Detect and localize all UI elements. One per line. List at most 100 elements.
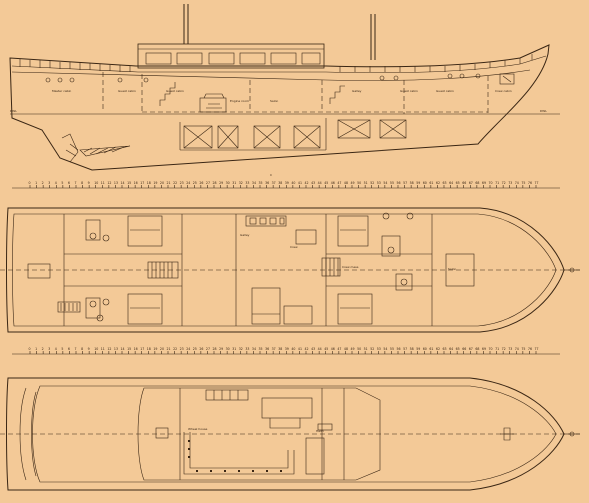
- scale-tick-label: 71: [495, 347, 499, 351]
- scale-tick-label: 19: [153, 181, 157, 185]
- scale-tick-label: 11: [101, 181, 105, 185]
- scale-tick-label: 16: [134, 181, 138, 185]
- scale-tick-label: 64: [449, 347, 453, 351]
- scale-tick-label: 20: [160, 181, 164, 185]
- scale-tick-label: 6: [68, 181, 70, 185]
- engine-room-label: Engine room: [230, 99, 249, 103]
- scale-tick-label: 46: [331, 347, 335, 351]
- scale-tick-label: 62: [436, 181, 440, 185]
- scale-tick-label: 5: [61, 181, 63, 185]
- scale-tick-label: 25: [193, 347, 197, 351]
- scale-tick-label: 77: [535, 181, 539, 185]
- scale-tick-label: 36: [265, 347, 269, 351]
- cabin-label: Guest cabin: [400, 89, 418, 93]
- scale-tick-label: 63: [443, 181, 447, 185]
- cabin-label: Guest cabin: [118, 89, 136, 93]
- scale-tick-label: 20: [160, 347, 164, 351]
- scale-tick-label: 76: [528, 347, 532, 351]
- scale-tick-label: 36: [265, 181, 269, 185]
- scale-tick-label: 33: [245, 181, 249, 185]
- scale-tick-label: 42: [305, 347, 309, 351]
- scale-tick-label: 30: [226, 181, 230, 185]
- scale-tick-label: 26: [199, 347, 203, 351]
- scale-tick-label: 45: [324, 181, 328, 185]
- scale-tick-label: 3: [48, 347, 50, 351]
- scale-tick-label: 40: [291, 347, 295, 351]
- waterline-label-fore: DWL: [540, 109, 547, 113]
- hull-outline: [9, 44, 550, 171]
- scale-tick-label: 29: [219, 347, 223, 351]
- scale-tick-label: 33: [245, 347, 249, 351]
- scale-tick-label: 60: [423, 181, 427, 185]
- scale-tick-label: 70: [489, 347, 493, 351]
- scale-tick-label: 58: [410, 181, 414, 185]
- scale-tick-label: 74: [515, 347, 519, 351]
- scale-tick-label: 27: [206, 347, 210, 351]
- scale-tick-label: 28: [213, 181, 217, 185]
- scale-tick-label: 46: [331, 181, 335, 185]
- room-label: Helm: [316, 429, 324, 433]
- scale-tick-label: 67: [469, 181, 473, 185]
- scale-tick-label: 26: [199, 181, 203, 185]
- scale-tick-label: 23: [180, 347, 184, 351]
- scale-tick-label: 17: [140, 347, 144, 351]
- scale-tick-label: 61: [429, 347, 433, 351]
- scale-tick-label: 1: [35, 347, 37, 351]
- scale-tick-label: 10: [94, 347, 98, 351]
- scale-tick-label: 31: [232, 181, 236, 185]
- scale-tick-label: 24: [186, 181, 190, 185]
- scale-tick-label: 60: [423, 347, 427, 351]
- scale-tick-label: 19: [153, 347, 157, 351]
- scale-tick-label: 35: [259, 181, 263, 185]
- scale-tick-label: 57: [403, 347, 407, 351]
- waterline-label-aft: DWL: [10, 109, 17, 113]
- scale-tick-label: 44: [318, 347, 322, 351]
- scale-tick-label: 22: [173, 347, 177, 351]
- scale-tick-label: 0: [29, 181, 31, 185]
- scale-tick-label: 23: [180, 181, 184, 185]
- scale-tick-label: 49: [351, 181, 355, 185]
- profile-view: DWL DWL Master cabin Guest cabin Guest c…: [9, 4, 560, 177]
- scale-tick-label: 67: [469, 347, 473, 351]
- scale-tick-label: 76: [528, 181, 532, 185]
- cabin-label: Master cabin: [52, 89, 71, 93]
- scale-tick-label: 42: [305, 181, 309, 185]
- scale-tick-label: 51: [364, 181, 368, 185]
- scale-tick-label: 18: [147, 181, 151, 185]
- scale-tick-label: 74: [515, 181, 519, 185]
- cabin-label: Crew cabin: [495, 89, 512, 93]
- scale-tick-label: 69: [482, 347, 486, 351]
- main-deckhouse: [137, 387, 381, 481]
- scale-tick-label: 44: [318, 181, 322, 185]
- scale-tick-label: 39: [285, 181, 289, 185]
- scale-tick-label: 9: [88, 181, 90, 185]
- scale-tick-label: 35: [259, 347, 263, 351]
- portholes: [45, 73, 481, 83]
- scale-tick-label: 75: [521, 347, 525, 351]
- scale-tick-label: 3: [48, 181, 50, 185]
- center-mark: C: [270, 173, 272, 177]
- scale-tick-label: 15: [127, 181, 131, 185]
- scale-tick-label: 68: [475, 181, 479, 185]
- scale-tick-label: 65: [456, 347, 460, 351]
- scale-tick-label: 1: [35, 181, 37, 185]
- scale-tick-label: 72: [502, 181, 506, 185]
- scale-tick-label: 29: [219, 181, 223, 185]
- scale-tick-label: 53: [377, 181, 381, 185]
- room-label: Wheel house: [188, 427, 208, 431]
- room-label: Crew mess: [342, 265, 359, 269]
- scale-tick-label: 4: [55, 181, 57, 185]
- scale-tick-label: 48: [344, 347, 348, 351]
- scale-tick-label: 38: [278, 181, 282, 185]
- scale-tick-label: 25: [193, 181, 197, 185]
- scale-tick-label: 17: [140, 181, 144, 185]
- scale-tick-label: 4: [55, 347, 57, 351]
- scale-tick-label: 50: [357, 181, 361, 185]
- scale-tick-label: 6: [68, 347, 70, 351]
- scale-tick-label: 21: [167, 347, 171, 351]
- scale-tick-label: 16: [134, 347, 138, 351]
- scale-tick-label: 57: [403, 181, 407, 185]
- scale-tick-label: 65: [456, 181, 460, 185]
